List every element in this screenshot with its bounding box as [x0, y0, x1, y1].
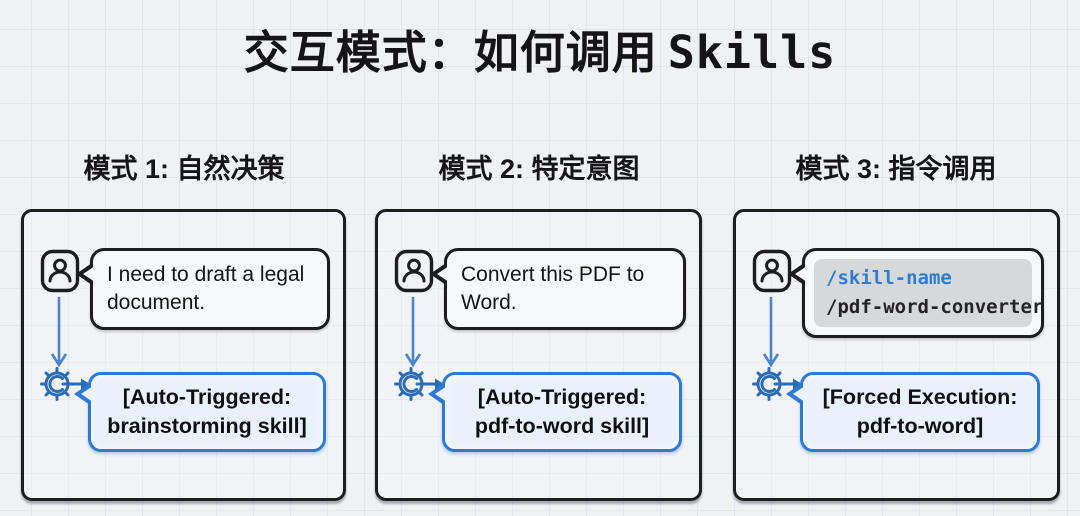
user-message-bubble: I need to draft a legal document. [76, 248, 330, 330]
user-icon [40, 249, 80, 298]
skill-response-bubble: [Auto-Triggered: pdf-to-word skill] [428, 372, 682, 452]
mode-1-header: 模式 1: 自然决策 [83, 154, 285, 184]
skill-response-bubble: [Forced Execution: pdf-to-word] [786, 372, 1040, 452]
user-message-text: I need to draft a legal document. [107, 263, 305, 314]
page-title-zh: 交互模式：如何调用 [243, 27, 658, 78]
slash-command-name: /skill-name [826, 267, 952, 289]
mode-1-card: I need to draft a legal document. [21, 209, 346, 501]
skill-response-bubble: [Auto-Triggered: brainstorming skill] [74, 372, 326, 452]
response-line-2: pdf-to-word] [856, 414, 984, 438]
user-icon [394, 249, 434, 298]
response-line-1: [Auto-Triggered: [122, 385, 292, 409]
down-arrow-icon [49, 296, 69, 379]
user-command-bubble: /skill-name /pdf-word-converter [788, 248, 1044, 338]
mode-3-card: /skill-name /pdf-word-converter [733, 209, 1060, 501]
response-line-2: brainstorming skill] [107, 414, 307, 438]
user-icon [752, 249, 792, 298]
slash-command-code-block: /skill-name /pdf-word-converter [814, 259, 1044, 327]
response-line-1: [Auto-Triggered: [477, 385, 647, 409]
mode-2-header: 模式 2: 特定意图 [438, 154, 640, 184]
response-line-1: [Forced Execution: [822, 385, 1018, 409]
mode-2-card: Convert this PDF to Word. [375, 209, 702, 501]
user-message-text: Convert this PDF to Word. [461, 263, 645, 314]
slash-command-value: /pdf-word-converter [826, 296, 1044, 318]
mode-3-header: 模式 3: 指令调用 [795, 154, 997, 184]
response-line-2: pdf-to-word skill] [474, 414, 650, 438]
down-arrow-icon [761, 296, 781, 379]
page-title-en: Skills [667, 26, 837, 79]
gear-arrow-icon [37, 364, 99, 409]
down-arrow-icon [403, 296, 423, 379]
user-message-bubble: Convert this PDF to Word. [430, 248, 686, 330]
